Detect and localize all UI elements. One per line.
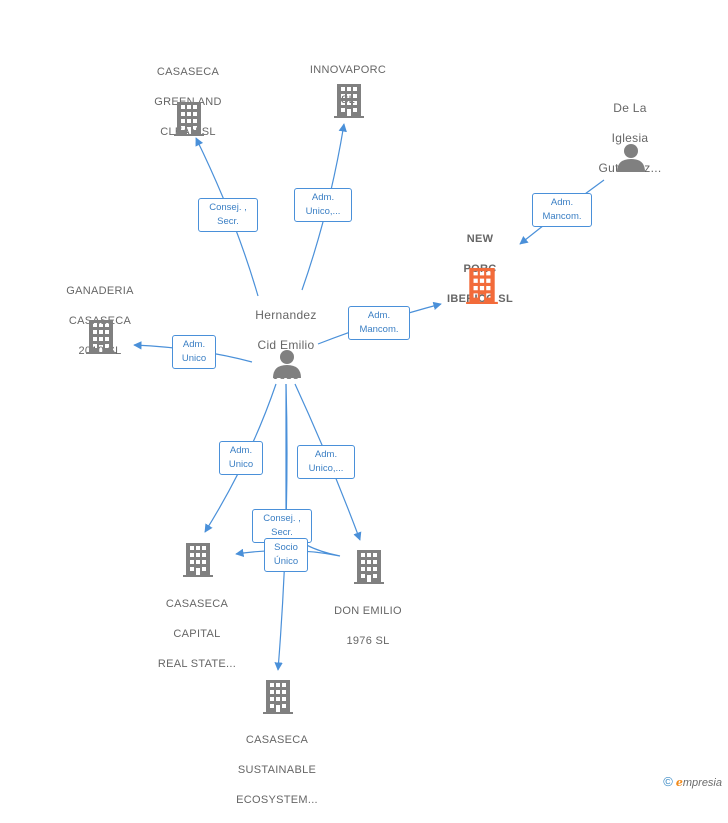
building-icon[interactable]	[183, 543, 213, 577]
label-line: CAPITAL	[173, 628, 221, 640]
edge-label-to-innovaporc[interactable]: Adm. Unico,...	[294, 188, 352, 222]
edge-label-line: Adm.	[314, 449, 338, 460]
node-label-don-emilio[interactable]: DON EMILIO 1976 SL	[318, 589, 418, 664]
label-line: Cid Emilio	[257, 338, 315, 352]
node-label-casaseca-green[interactable]: CASASECA GREEN AND CLEAN SL	[138, 50, 238, 155]
copyright-symbol: ©	[663, 774, 673, 789]
edge-label-line: Mancom.	[359, 324, 399, 335]
label-line: 1976 SL	[346, 635, 390, 647]
edge-label-to-sustainable[interactable]: Socio Único	[264, 538, 308, 572]
node-label-hernandez[interactable]: Hernandez Cid Emilio Jose	[236, 293, 336, 398]
edge-label-line: Unico	[181, 353, 207, 364]
node-label-sustainable[interactable]: CASASECA SUSTAINABLE ECOSYSTEM...	[222, 718, 332, 823]
label-line: INNOVAPORC	[309, 64, 387, 76]
label-line: GANADERIA	[66, 285, 134, 297]
edge-label-line: Adm.	[311, 192, 335, 203]
building-icon[interactable]	[334, 84, 364, 118]
edge-label-to-ganaderia[interactable]: Adm. Unico	[172, 335, 216, 369]
label-line: De La	[613, 101, 647, 115]
edge-label-iglesia-to-newporc[interactable]: Adm. Mancom.	[532, 193, 592, 227]
edge-label-line: Adm.	[229, 445, 253, 456]
edge-label-line: Mancom.	[542, 211, 582, 222]
edge-label-line: Socio	[274, 542, 298, 553]
building-icon[interactable]	[86, 320, 116, 354]
building-icon[interactable]	[354, 550, 384, 584]
edge-label-line: Consej. ,	[209, 202, 247, 213]
edge-label-line: Unico,...	[308, 463, 344, 474]
edge-label-line: Unico,...	[305, 206, 341, 217]
node-label-de-la-iglesia[interactable]: De La Iglesia Gutierrez...	[580, 86, 680, 191]
node-label-capital[interactable]: CASASECA CAPITAL REAL STATE...	[147, 582, 247, 687]
building-icon[interactable]	[466, 268, 498, 304]
label-line: CASASECA	[156, 66, 220, 78]
label-line: Hernandez	[255, 308, 317, 322]
label-line: REAL STATE...	[157, 658, 237, 670]
brand-initial: e	[675, 776, 683, 789]
edge-label-line: Adm.	[182, 339, 206, 350]
person-icon[interactable]	[272, 348, 302, 378]
brand-name: mpresia	[682, 777, 722, 789]
edge-label-line: Único	[273, 556, 299, 567]
building-icon[interactable]	[263, 680, 293, 714]
edge-label-line: Adm.	[550, 197, 574, 208]
empresia-logo[interactable]: ©empresia	[663, 774, 722, 789]
edge-label-to-newporc[interactable]: Adm. Mancom.	[348, 306, 410, 340]
label-line: ECOSYSTEM...	[236, 794, 318, 806]
edge-label-to-capital-consej[interactable]: Consej. , Secr.	[252, 509, 312, 543]
edge-label-line: Secr.	[217, 216, 239, 227]
edge-label-to-capital-adm[interactable]: Adm. Unico	[219, 441, 263, 475]
label-line: SUSTAINABLE	[237, 764, 317, 776]
person-icon[interactable]	[616, 142, 646, 172]
edge-label-line: Adm.	[367, 310, 391, 321]
label-line: Iglesia	[611, 131, 649, 145]
edge-label-line: Consej. ,	[263, 513, 301, 524]
edge-label-to-green[interactable]: Consej. , Secr.	[198, 198, 258, 232]
label-line: NEW	[466, 233, 494, 245]
label-line: DON EMILIO	[334, 605, 402, 617]
label-line: CASASECA	[245, 734, 309, 746]
building-icon[interactable]	[174, 102, 204, 136]
edge-label-to-don-emilio[interactable]: Adm. Unico,...	[297, 445, 355, 479]
edge-label-line: Unico	[228, 459, 254, 470]
label-line: CASASECA	[165, 598, 229, 610]
edge-label-line: Secr.	[271, 527, 293, 538]
